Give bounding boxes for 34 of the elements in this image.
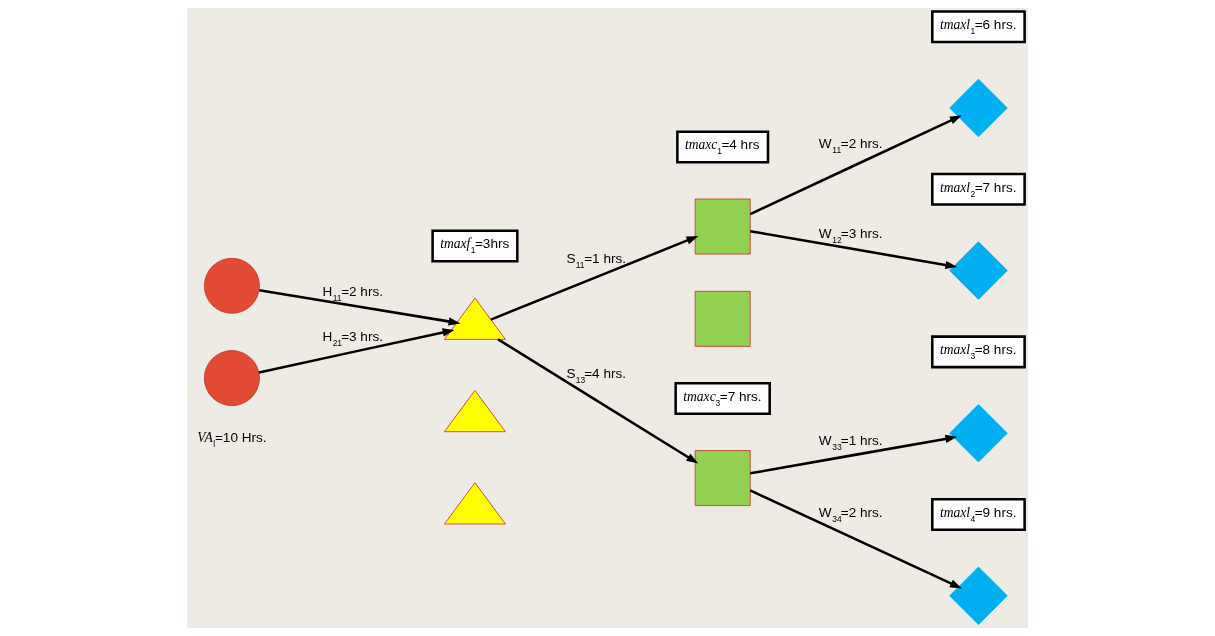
edge-label: W$_{12}$=3 hrs. (818, 226, 883, 246)
arrow (749, 489, 962, 589)
edge-label: H$_{21}$=3 hrs. (322, 328, 383, 348)
node-box (694, 198, 751, 255)
arrow (259, 288, 461, 326)
node-box: tmaxl$_{1}$=6 hrs. (931, 10, 1026, 44)
node-circle (203, 257, 260, 314)
node-circle (203, 350, 260, 407)
node-diamond (949, 241, 1008, 300)
edge-label: S$_{11}$=1 hrs. (566, 250, 627, 270)
arrow (749, 115, 962, 216)
arrow (497, 338, 699, 464)
node-box: tmaxc$_{3}$=7 hrs. (674, 381, 771, 415)
arrow (750, 229, 958, 270)
node-box: tmaxf$_{1}$=3hrs (431, 229, 519, 263)
node-triangle (444, 482, 506, 525)
node-box (694, 290, 751, 347)
node-triangle (444, 390, 506, 433)
edge-label: S$_{13}$=4 hrs. (566, 365, 627, 385)
edge-label: H$_{11}$=2 hrs. (322, 283, 383, 303)
node-diamond (949, 403, 1008, 463)
node-box: tmaxl$_{4}$=9 hrs. (931, 497, 1026, 531)
node-box: tmaxl$_{3}$=8 hrs. (931, 335, 1026, 369)
edge-label: W$_{11}$=2 hrs. (818, 136, 883, 156)
edge-label: W$_{34}$=2 hrs. (818, 504, 883, 524)
node-box: tmaxl$_{2}$=7 hrs. (931, 172, 1026, 206)
node-box: tmaxc$_{1}$=4 hrs (676, 130, 770, 164)
arrow (490, 235, 699, 321)
node-box (694, 450, 751, 506)
arrow (750, 434, 958, 475)
node-triangle (444, 297, 506, 340)
label: VA$_{l}$=10 Hrs. (197, 430, 267, 450)
arrow (258, 328, 455, 374)
edge-label: W$_{33}$=1 hrs. (818, 432, 883, 452)
